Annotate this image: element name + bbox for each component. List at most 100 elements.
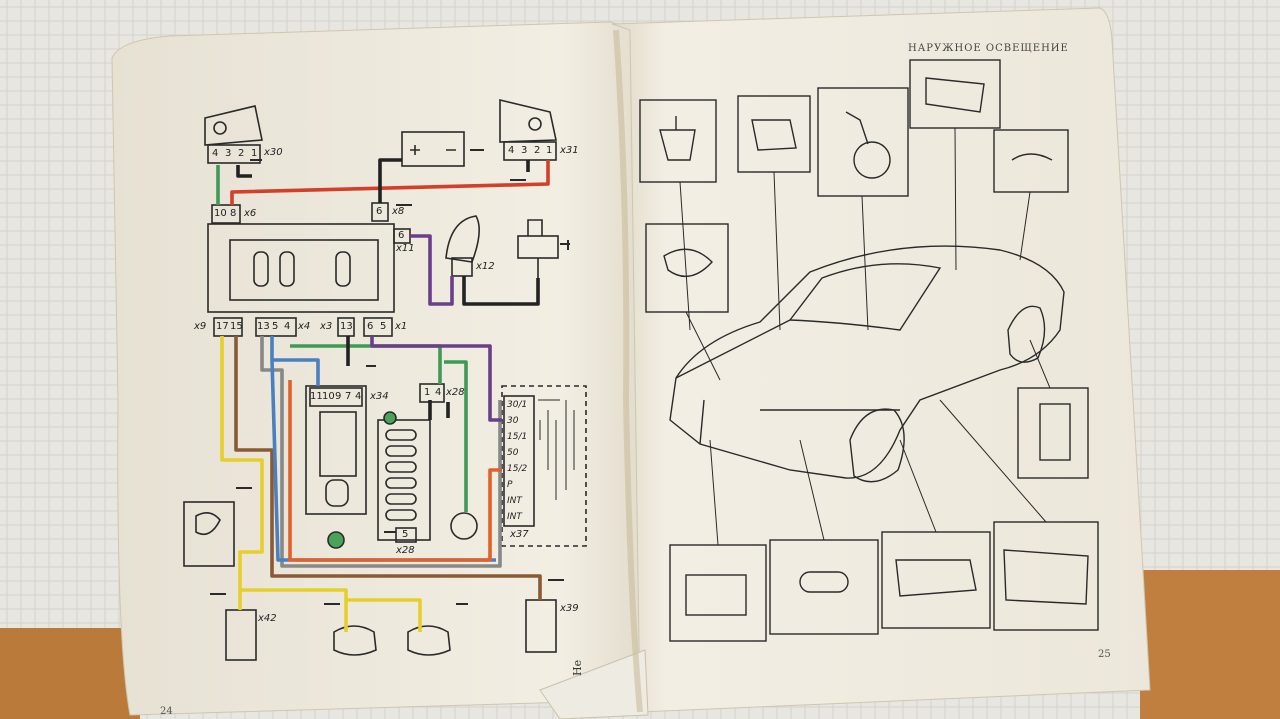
pin-x4-5: 5	[272, 321, 279, 332]
pin-x4-13: 13	[257, 321, 270, 332]
pin-x31-1: 1	[546, 145, 553, 156]
indicator-lamps	[385, 429, 417, 521]
pin-x8-6: 6	[376, 206, 383, 217]
x34-module	[305, 385, 367, 515]
x1-connector	[363, 317, 393, 337]
label-x37: x37	[510, 529, 529, 540]
right-headlamp-symbol	[499, 98, 557, 143]
x28a-connector	[419, 383, 445, 403]
label-x4: x4	[298, 321, 311, 332]
pin-x28-4: 4	[435, 387, 442, 398]
wooden-table-right	[1140, 570, 1280, 719]
label-x1: x1	[395, 321, 408, 332]
component-box-6	[645, 223, 729, 313]
wire-brown	[234, 336, 542, 600]
wire-orange	[288, 380, 502, 562]
label-x11: x11	[396, 243, 415, 254]
x28b-connector	[395, 527, 417, 543]
page-header-right: НАРУЖНОЕ ОСВЕЩЕНИЕ	[908, 43, 1069, 54]
pin-x30-1: 1	[251, 148, 258, 159]
x9-connector	[213, 317, 243, 337]
mounting-block	[207, 223, 395, 313]
pin-x34-10: 10	[322, 391, 335, 402]
pin-x3-13: 13	[340, 321, 353, 332]
label-x8: x8	[392, 206, 405, 217]
wire-gray	[260, 336, 502, 568]
pin-x6-10: 10	[214, 208, 227, 219]
pin-x30-2: 2	[238, 148, 245, 159]
pin-x4-4: 4	[284, 321, 291, 332]
component-box-1	[639, 99, 717, 183]
left-headlamp-bulb-icon	[213, 121, 227, 135]
label-x31: x31	[560, 145, 579, 156]
car-rear-wheel	[1007, 305, 1046, 363]
wire-black-top	[236, 158, 530, 203]
component-box-3	[817, 87, 909, 197]
pin-x34-11: 11	[310, 391, 323, 402]
switch-terminal-5: 15/2	[507, 464, 528, 474]
pin-x34-9: 9	[335, 391, 342, 402]
green-indicator-top	[383, 411, 397, 425]
switch-terminal-3: 15/1	[507, 432, 528, 442]
label-x6: x6	[244, 208, 257, 219]
x3-connector	[337, 317, 355, 337]
x30-connector	[207, 144, 261, 164]
green-indicator-lamp	[327, 531, 345, 549]
switch-terminal-8: INT	[507, 512, 522, 522]
pin-x28-1: 1	[424, 387, 431, 398]
component-box-5	[993, 129, 1069, 193]
label-x3: x3	[320, 321, 333, 332]
x6-connector	[211, 204, 241, 224]
pin-x11-6: 6	[398, 230, 405, 241]
pin-x28b-5: 5	[402, 529, 409, 540]
x31-connector	[503, 141, 557, 161]
pin-x1-5: 5	[380, 321, 387, 332]
headlamp-x12-symbol	[445, 215, 480, 263]
wire-violet	[410, 234, 454, 306]
wire-yellow	[220, 336, 422, 632]
component-box-7	[1017, 387, 1089, 479]
car-windshield	[788, 263, 942, 331]
switch-terminal-2: 30	[507, 416, 519, 426]
battery-symbol	[401, 131, 465, 167]
label-x42: x42	[258, 613, 277, 624]
switch-terminal-1: 30/1	[507, 400, 528, 410]
pin-x9-15: 15	[230, 321, 243, 332]
pin-x34-7: 7	[345, 391, 352, 402]
coloured-wires	[216, 158, 550, 632]
ground-symbols	[210, 149, 570, 605]
leader-lines	[679, 127, 1051, 546]
ignition-switch-box	[501, 385, 587, 547]
fuse-1	[253, 251, 269, 287]
pin-x31-2: 2	[534, 145, 541, 156]
wooden-table-left	[0, 628, 140, 719]
car-illustration	[639, 59, 1099, 642]
page-number-left: 24	[160, 706, 173, 717]
wire-black-mid	[346, 336, 450, 420]
label-x9: x9	[194, 321, 207, 332]
underlying-page	[539, 649, 649, 719]
pin-x1-6: 6	[367, 321, 374, 332]
label-x28-bottom: x28	[396, 545, 415, 556]
pin-x31-4: 4	[508, 145, 515, 156]
left-page	[111, 21, 643, 716]
wire-black-switch	[462, 276, 540, 306]
page-number-right: 25	[1098, 649, 1111, 660]
switch-terminal-7: INT	[507, 496, 522, 506]
right-headlamp-bulb-icon	[528, 117, 542, 131]
car-hood-lines	[675, 319, 900, 445]
car-body	[669, 245, 1065, 479]
left-bracket-component	[183, 501, 235, 567]
label-x39: x39	[560, 603, 579, 614]
indicator-bank	[377, 419, 431, 541]
car-front-wheel	[849, 408, 905, 483]
fuse-3	[335, 251, 351, 287]
switch-terminal-4: 50	[507, 448, 519, 458]
right-page	[611, 7, 1151, 713]
underlying-page-text: Не	[571, 659, 584, 676]
fuse-2	[279, 251, 295, 287]
pin-x34-4: 4	[355, 391, 362, 402]
pin-x6-8: 8	[230, 208, 237, 219]
pin-x9-17: 17	[216, 321, 229, 332]
